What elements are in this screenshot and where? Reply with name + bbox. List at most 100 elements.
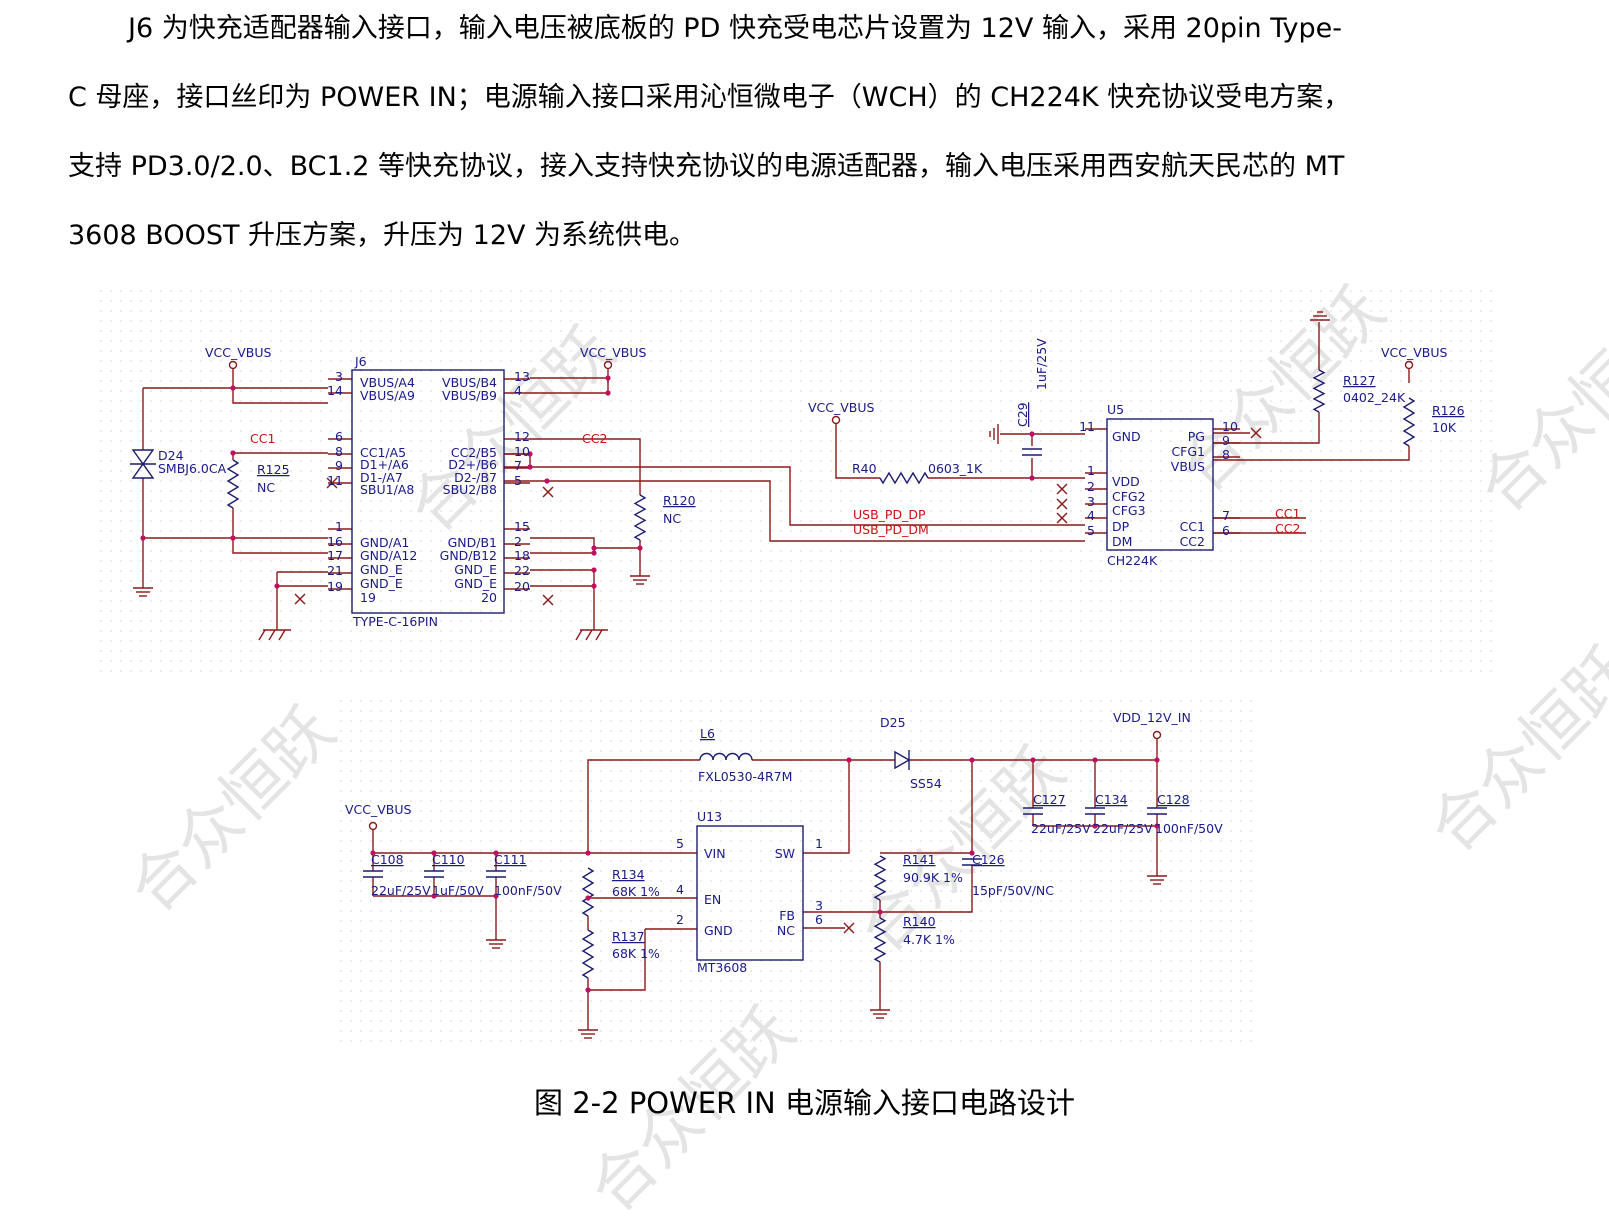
j6-left-pin-name: D1-/A7	[360, 470, 403, 485]
u13-pin-num: 6	[815, 912, 823, 927]
net-cc1-out: CC1	[1275, 506, 1300, 521]
d24-value: SMBJ6.0CA	[158, 461, 227, 476]
j6-left-pin-name: VBUS/A9	[360, 388, 415, 403]
input-cap-value: 100nF/50V	[494, 883, 562, 898]
u5-left-pin-num: 2	[1087, 479, 1095, 494]
u5-left-pin-name: DM	[1112, 534, 1132, 549]
j6-right-pin-name: SBU2/B8	[443, 482, 497, 497]
j6-left-pin-name: GND/A12	[360, 548, 417, 563]
junction-dot	[544, 478, 550, 484]
schottky-d25	[894, 750, 911, 770]
j6-left-pin-num: 14	[327, 383, 343, 398]
u5-right-pin-name: PG	[1188, 429, 1205, 444]
r140-value: 4.7K 1%	[903, 932, 955, 947]
d24-ref: D24	[158, 448, 184, 463]
r125-value: NC	[257, 480, 275, 495]
junction-dot	[605, 375, 611, 381]
u5-right-pin-name: CFG1	[1171, 444, 1205, 459]
junction-dot	[591, 583, 597, 589]
u13-pin-name: GND	[704, 923, 733, 938]
junction-dot	[1154, 823, 1160, 829]
no-connect-mark	[542, 486, 554, 498]
junction-dot	[969, 850, 975, 856]
j6-right-pin-num: 13	[514, 369, 530, 384]
junction-dot	[230, 450, 236, 456]
vin-label: VCC_VBUS	[345, 802, 412, 817]
net-usb-pd-dp: USB_PD_DP	[853, 507, 926, 522]
r120-value: NC	[663, 511, 681, 526]
c126-value: 15pF/50V/NC	[972, 883, 1054, 898]
junction-dot	[1029, 475, 1035, 481]
j6-left-pin-num: 8	[335, 444, 343, 459]
ic-u5-body	[1106, 418, 1214, 551]
j6-pin-19-name: 19	[360, 590, 376, 605]
u5-left-pin-num: 3	[1087, 494, 1095, 509]
u13-pin-name: EN	[704, 892, 721, 907]
u5-right-pin-num: 6	[1222, 523, 1230, 538]
ic-u13-body	[696, 825, 804, 961]
c126-ref: C126	[972, 852, 1005, 867]
j6-left-pin-num: 1	[335, 519, 343, 534]
resistor-r137	[581, 929, 595, 979]
net-cc1: CC1	[250, 431, 275, 446]
no-connect-mark	[542, 594, 554, 606]
u5-right-pin-num: 8	[1222, 447, 1230, 462]
cc2-wire	[530, 438, 641, 495]
j6-left-pin-num: 6	[335, 429, 343, 444]
u13-pin-num: 1	[815, 836, 823, 851]
chassis-ground-symbol	[278, 629, 286, 641]
power-label: VCC_VBUS	[1381, 345, 1448, 360]
u5-left-pin-name: CFG3	[1112, 503, 1146, 518]
grid-area-top	[95, 290, 1495, 675]
junction-dot	[585, 987, 591, 993]
figure-caption: 图 2-2 POWER IN 电源输入接口电路设计	[534, 1086, 1075, 1120]
r127-value: 0402_24K	[1343, 390, 1406, 405]
tvs-diode-d24	[131, 449, 155, 466]
input-cap-value: 1uF/50V	[432, 883, 484, 898]
u5-name: CH224K	[1107, 553, 1158, 568]
paragraph-line-1: J6 为快充适配器输入接口，输入电压被底板的 PD 快充受电芯片设置为 12V …	[128, 13, 1342, 44]
junction-dot	[431, 850, 437, 856]
resistor-r140	[873, 917, 887, 963]
junction-dot	[877, 909, 883, 915]
r125-bottom-wire	[232, 508, 328, 554]
j6-left-pin-num: 16	[327, 534, 343, 549]
j6-right-pin-name: CC2/B5	[451, 445, 497, 460]
paragraph-line-3: 支持 PD3.0/2.0、BC1.2 等快充协议，接入支持快充协议的电源适配器，…	[68, 151, 1345, 182]
paragraph-line-2: C 母座，接口丝印为 POWER IN；电源输入接口采用沁恒微电子（WCH）的 …	[68, 82, 1351, 113]
resistor-r40	[879, 471, 929, 485]
junction-dot	[591, 545, 597, 551]
resistor-r126	[1402, 397, 1416, 447]
junction-dot	[1154, 757, 1160, 763]
u5-right-pin-name: CC1	[1180, 519, 1205, 534]
j6-left-pin-num: 11	[327, 473, 343, 488]
u13-pin-name: SW	[775, 846, 795, 861]
junction-dot	[1092, 823, 1098, 829]
junction-dot	[637, 545, 643, 551]
net-cc2: CC2	[582, 431, 607, 446]
net-cc2-out: CC2	[1275, 521, 1300, 536]
chassis-ground-symbol	[258, 629, 266, 641]
chassis-ground-symbol	[585, 629, 593, 641]
power-label: VCC_VBUS	[808, 400, 875, 415]
input-cap-ref: C110	[432, 852, 465, 867]
u5-right-pin-name: VBUS	[1171, 459, 1205, 474]
no-connect-mark	[1056, 483, 1068, 495]
junction-dot	[969, 757, 975, 763]
j6-ref: J6	[354, 354, 367, 369]
paragraph-line-4: 3608 BOOST 升压方案，升压为 12V 为系统供电。	[68, 220, 697, 251]
j6-left-pin-name: GND/A1	[360, 535, 409, 550]
vbus-right-wire	[530, 377, 609, 394]
u13-pin-num: 5	[676, 836, 684, 851]
sw-pin-wire	[803, 760, 850, 854]
j6-left-pin-num: 17	[327, 548, 343, 563]
connector-j6-body	[351, 369, 505, 614]
u5-left-pin-name: CFG2	[1112, 489, 1146, 504]
grid-area-bottom	[335, 700, 1260, 1050]
u5-left-pin-num: 11	[1079, 419, 1095, 434]
power-label: VCC_VBUS	[205, 345, 272, 360]
output-cap-value: 22uF/25V	[1031, 821, 1091, 836]
j6-left-pin-num: 19	[327, 579, 343, 594]
j6-left-pin-num: 21	[327, 563, 343, 578]
junction-dot	[1029, 431, 1035, 437]
